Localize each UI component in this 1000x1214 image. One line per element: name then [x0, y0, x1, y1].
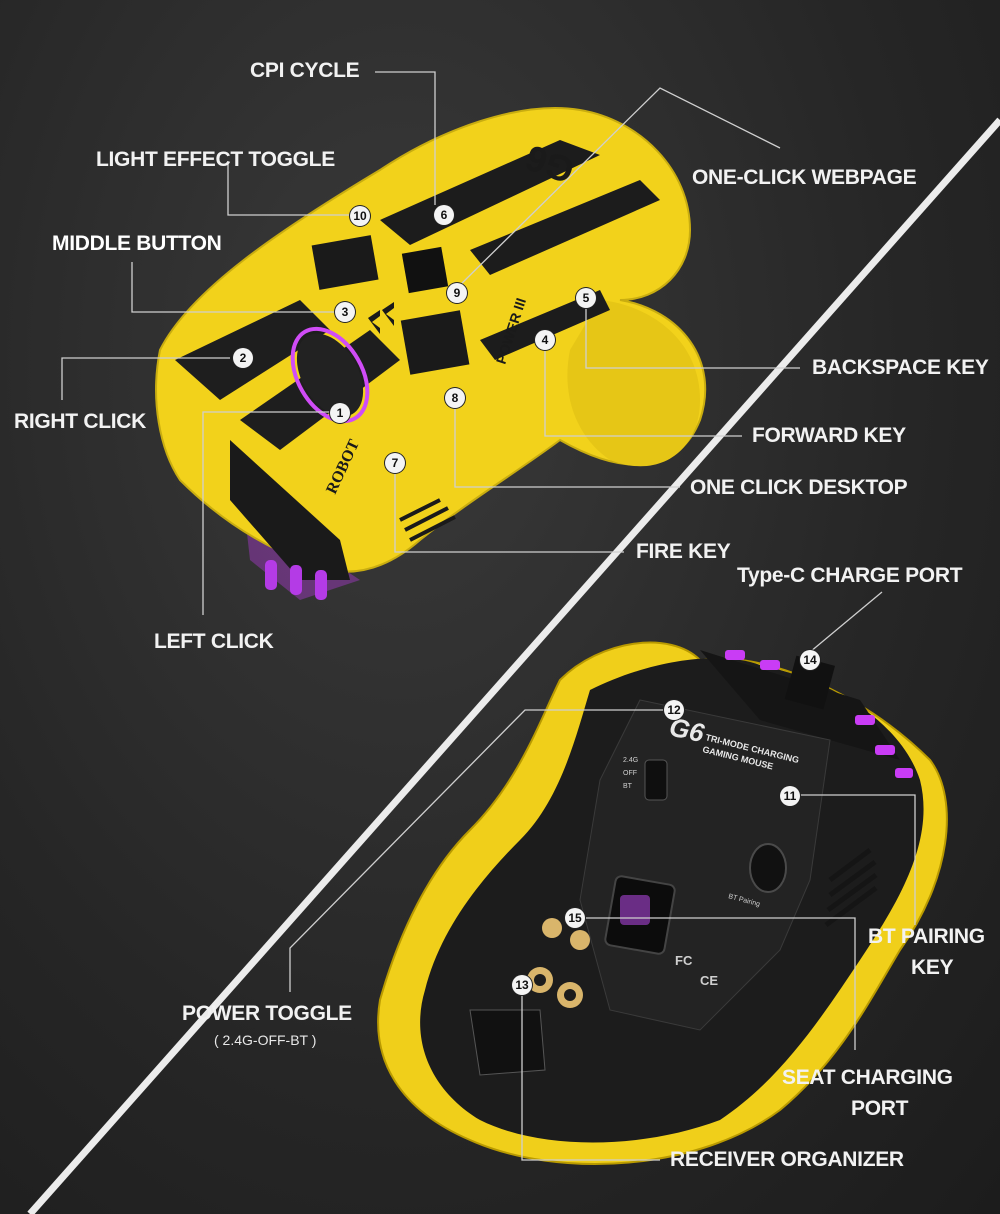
label-right-click: RIGHT CLICK [14, 410, 147, 433]
label-typec-charge-port: Type-C CHARGE PORT [737, 564, 963, 587]
label-cpi-cycle: CPI CYCLE [250, 59, 360, 82]
marker-3: 3 [335, 302, 355, 322]
label-receiver-organizer: RECEIVER ORGANIZER [670, 1148, 904, 1171]
switch-label-off: OFF [623, 770, 637, 777]
label-fire-key: FIRE KEY [636, 540, 731, 563]
marker-14: 14 [800, 650, 820, 670]
marker-7: 7 [385, 453, 405, 473]
marker-4: 4 [535, 330, 555, 350]
marker-10: 10 [350, 206, 370, 226]
marker-15: 15 [565, 908, 585, 928]
label-forward-key: FORWARD KEY [752, 424, 906, 447]
label-light-effect-toggle: LIGHT EFFECT TOGGLE [96, 148, 335, 171]
marker-6: 6 [434, 205, 454, 225]
label-middle-button: MIDDLE BUTTON [52, 232, 222, 255]
label-bt-pairing-key-line2: KEY [911, 956, 954, 979]
marker-2: 2 [233, 348, 253, 368]
marker-8: 8 [445, 388, 465, 408]
marker-9: 9 [447, 283, 467, 303]
marker-1: 1 [330, 403, 350, 423]
label-one-click-webpage: ONE-CLICK WEBPAGE [692, 166, 917, 189]
label-seat-charging-port-line1: SEAT CHARGING [782, 1066, 953, 1089]
switch-label-bt: BT [623, 783, 633, 790]
label-one-click-desktop: ONE CLICK DESKTOP [690, 476, 908, 499]
label-backspace-key: BACKSPACE KEY [812, 356, 989, 379]
diagonal-divider [27, 117, 1000, 1214]
fc-mark: FC [675, 953, 693, 968]
label-bt-pairing-key-line1: BT PAIRING [868, 925, 985, 948]
mouse-top-view: G6 POWER III ROBOT [155, 107, 707, 600]
label-left-click: LEFT CLICK [154, 630, 274, 653]
marker-13: 13 [512, 975, 532, 995]
label-power-toggle-sub: ( 2.4G-OFF-BT ) [214, 1032, 317, 1048]
label-seat-charging-port-line2: PORT [851, 1097, 909, 1120]
switch-label-24g: 2.4G [623, 757, 638, 764]
leader-lines [61, 71, 916, 1161]
marker-11: 11 [780, 786, 800, 806]
ce-mark: CE [700, 973, 718, 988]
marker-5: 5 [576, 288, 596, 308]
label-power-toggle: POWER TOGGLE [182, 1002, 352, 1025]
mouse-bottom-view: G6 TRI-MODE CHARGING GAMING MOUSE 2.4G O… [377, 641, 948, 1165]
marker-12: 12 [664, 700, 684, 720]
